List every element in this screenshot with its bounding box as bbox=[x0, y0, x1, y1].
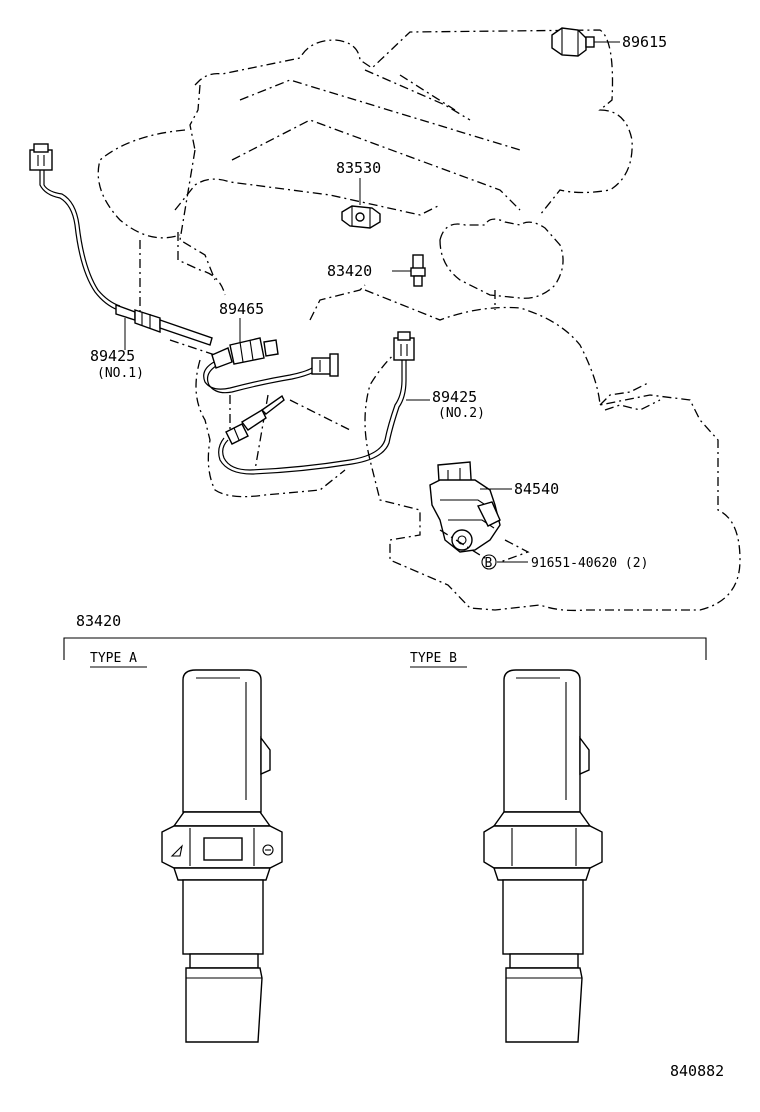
callout-84540: 84540 bbox=[514, 480, 559, 498]
part-89425-no2-sensor[interactable] bbox=[218, 331, 415, 475]
callout-89465: 89465 bbox=[219, 300, 264, 318]
type-a-sender[interactable] bbox=[161, 669, 283, 1043]
callout-83530: 83530 bbox=[336, 159, 381, 177]
callout-89425-no1: 89425 bbox=[90, 347, 135, 365]
callout-89425-no1-sub: (NO.1) bbox=[97, 366, 144, 381]
engine-outline bbox=[97, 29, 741, 612]
part-83420-sender[interactable] bbox=[410, 254, 426, 287]
bolt-leader-lines bbox=[439, 529, 530, 563]
callout-89425-no2-sub: (NO.2) bbox=[438, 406, 485, 421]
detail-bracket bbox=[63, 637, 707, 660]
part-89465-sensor[interactable] bbox=[203, 337, 339, 394]
callout-91651: 91651-40620 (2) bbox=[531, 556, 648, 571]
svg-text:B: B bbox=[485, 556, 493, 571]
detail-title: 83420 bbox=[76, 612, 121, 630]
figure-number: 840882 bbox=[670, 1062, 724, 1080]
callout-83420-main: 83420 bbox=[327, 262, 372, 280]
part-89425-no1-sensor[interactable] bbox=[29, 143, 213, 346]
type-b-label: TYPE B bbox=[410, 651, 457, 666]
callout-89615: 89615 bbox=[622, 33, 667, 51]
type-a-label: TYPE A bbox=[90, 651, 137, 666]
callout-89425-no2: 89425 bbox=[432, 388, 477, 406]
part-83530-switch[interactable] bbox=[341, 205, 381, 229]
bolt-marker: B bbox=[481, 554, 497, 571]
type-b-sender[interactable] bbox=[483, 669, 603, 1043]
part-84540-switch[interactable] bbox=[429, 461, 501, 553]
part-89615-sensor[interactable] bbox=[551, 27, 595, 57]
